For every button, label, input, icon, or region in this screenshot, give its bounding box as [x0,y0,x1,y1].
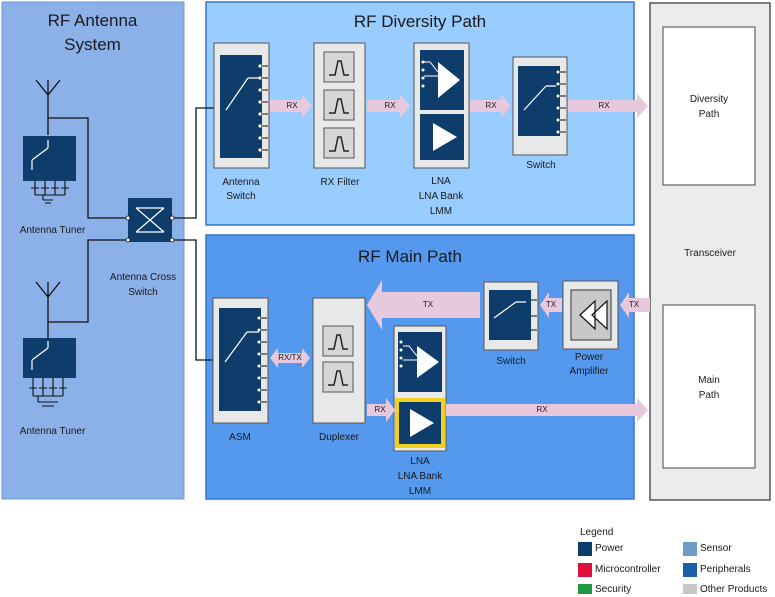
wires [47,95,220,361]
power-amplifier-label-1: Power [574,352,604,363]
antenna-switch-label-2: Switch [226,191,256,202]
legend-item-peripherals: Peripherals [700,564,751,575]
transceiver-diversity-box [662,26,756,186]
antenna-tuner-top-label: Antenna Tuner [19,225,86,236]
antenna-system-panel [1,1,185,500]
arrow-rx-long [446,398,648,422]
legend-item-sensor: Sensor [700,543,732,554]
antenna-cross-switch-icon [125,198,175,243]
legend-swatches [578,542,697,594]
antenna-tuner-bottom-icon [23,338,76,407]
antenna-switch-icon [213,42,270,169]
arrow-div-rx-1 [270,94,312,118]
arrow-div-rx-3 [470,94,511,118]
main-path-title: RF Main Path [358,247,462,266]
transceiver-main-label-2: Path [698,390,720,401]
antenna-tuner-bottom-label: Antenna Tuner [19,426,86,437]
asm-icon [212,297,269,424]
duplexer-label: Duplexer [318,432,360,443]
arrow-div-rx-4-label: RX [598,101,610,110]
arrow-tx-1 [367,280,480,330]
duplexer-icon [312,297,366,424]
arrow-tx-2-label: TX [545,300,557,309]
legend-swatch-power [578,542,592,556]
legend-item-other: Other Products [700,584,768,595]
switch-diversity-icon [512,56,568,156]
switch-main-icon [483,281,539,351]
arrow-rx-small [367,398,395,422]
transceiver-main-box [662,304,756,469]
lna-main-label-2: LNA Bank [397,471,443,482]
transceiver-main-label-1: Main [698,375,720,386]
transceiver-diversity-label-2: Path [698,109,720,120]
arrow-rxtx-label: RX/TX [278,353,302,362]
switch-main-label: Switch [496,356,526,367]
diversity-path-title: RF Diversity Path [353,12,487,31]
arrow-div-rx-4 [568,94,648,118]
lna-diversity-label-3: LMM [429,206,453,217]
power-amplifier-label-2: Amplifier [569,366,609,377]
arrow-div-rx-3-label: RX [485,101,497,110]
arrow-tx-3-label: TX [628,300,640,309]
lna-diversity-label-2: LNA Bank [418,191,464,202]
arrow-tx-3 [620,292,650,318]
arrow-div-rx-1-label: RX [286,101,298,110]
legend-swatch-security [578,584,592,594]
legend-item-security: Security [595,584,632,595]
switch-diversity-label: Switch [526,160,556,171]
arrow-rx-long-label: RX [536,405,548,414]
arrow-rxtx [270,348,310,368]
legend-swatch-microcontroller [578,563,592,577]
arrow-rx-small-label: RX [374,405,386,414]
antenna-top-icon [35,79,61,97]
lna-main-label-1: LNA [410,456,430,467]
arrow-tx-2 [540,292,562,318]
lna-main-label-3: LMM [408,486,432,497]
power-amplifier-icon [562,280,619,350]
transceiver-diversity-label-1: Diversity [689,94,729,105]
antenna-switch-label-1: Antenna [222,177,260,188]
asm-label: ASM [229,432,251,443]
lna-main-icon [393,325,447,452]
antenna-cross-switch-label-2: Switch [128,287,158,298]
rx-filter-label: RX Filter [320,177,360,188]
legend-swatch-other [683,584,697,594]
arrow-div-rx-2-label: RX [384,101,396,110]
rx-filter-icon [313,42,366,169]
antenna-bottom-icon [35,281,61,299]
legend-title: Legend [580,527,614,538]
arrow-tx-1-label: TX [422,300,434,309]
legend-swatch-sensor [683,542,697,556]
antenna-system-title: RF Antenna System [47,11,138,54]
legend-item-microcontroller: Microcontroller [595,564,661,575]
antenna-tuner-top-icon [23,136,76,204]
lna-diversity-label-1: LNA [431,176,451,187]
legend-swatch-peripherals [683,563,697,577]
lna-diversity-icon [413,42,470,169]
signal-arrows [270,94,650,422]
arrow-div-rx-2 [367,94,410,118]
legend-item-power: Power [595,543,624,554]
transceiver-label: Transceiver [684,248,736,259]
antenna-cross-switch-label-1: Antenna Cross [109,272,177,283]
